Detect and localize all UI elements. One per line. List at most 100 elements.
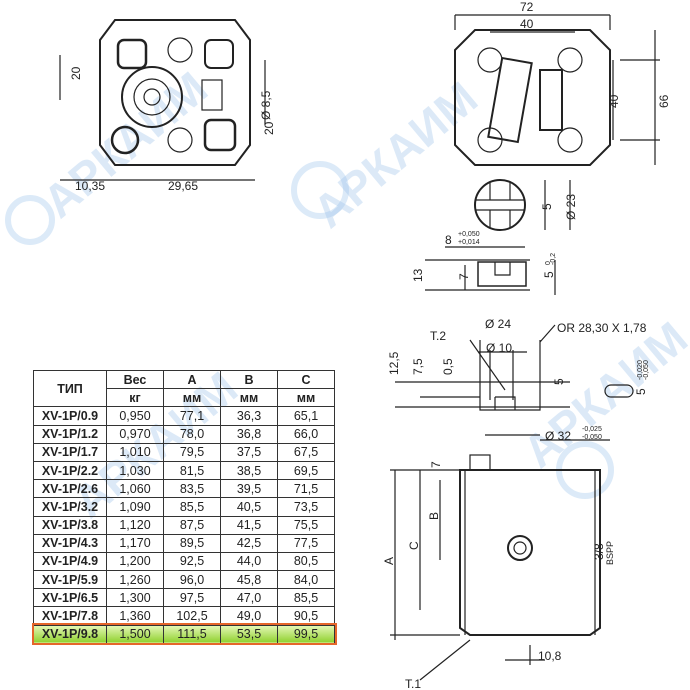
cell-weight: 1,010 — [106, 442, 164, 462]
svg-text:АРКАИМ: АРКАИМ — [33, 61, 217, 227]
header-type: ТИП — [33, 369, 107, 408]
cell-b: 42,5 — [220, 533, 278, 553]
cell-type: XV-1P/1.2 — [33, 424, 107, 444]
cell-a: 81,5 — [163, 460, 221, 481]
svg-text:-0,020: -0,020 — [637, 360, 644, 380]
svg-text:Ø 8,5: Ø 8,5 — [259, 90, 273, 120]
svg-text:7: 7 — [429, 461, 443, 468]
svg-text:5: 5 — [634, 388, 648, 395]
cell-weight: 1,200 — [106, 551, 164, 572]
cell-type: XV-1P/2.6 — [33, 479, 107, 499]
front-view — [59, 19, 266, 181]
cell-a: 111,5 — [163, 624, 221, 644]
cell-b: 47,0 — [220, 588, 278, 608]
svg-text:3/8: 3/8 — [592, 543, 606, 560]
cell-c: 85,5 — [277, 588, 335, 608]
side-view — [390, 454, 601, 681]
cell-type: XV-1P/4.9 — [33, 551, 107, 572]
dimension-labels: 20 Ø 8,5 20 10,35 29,65 72 40 40 66 5 Ø … — [69, 0, 671, 690]
svg-text:0,5: 0,5 — [441, 358, 455, 375]
cell-b: 45,8 — [220, 570, 278, 590]
cell-a: 97,5 — [163, 588, 221, 608]
unit-c: мм — [277, 388, 335, 408]
cell-a: 79,5 — [163, 442, 221, 462]
cell-type: XV-1P/9.8 — [33, 624, 107, 644]
svg-text:29,65: 29,65 — [168, 179, 198, 193]
svg-text:OR 28,30 X 1,78: OR 28,30 X 1,78 — [557, 321, 647, 335]
cell-c: 90,5 — [277, 606, 335, 626]
svg-text:+0,014: +0,014 — [458, 239, 480, 246]
cell-type: XV-1P/3.8 — [33, 515, 107, 535]
cell-type: XV-1P/4.3 — [33, 533, 107, 553]
svg-text:7: 7 — [457, 273, 471, 280]
cell-c: 80,5 — [277, 551, 335, 572]
key-view — [425, 246, 556, 295]
svg-text:C: C — [407, 541, 421, 550]
cell-b: 36,3 — [220, 406, 278, 426]
unit-weight: кг — [106, 388, 164, 408]
unit-b: мм — [220, 388, 278, 408]
cell-a: 89,5 — [163, 533, 221, 553]
svg-text:13: 13 — [411, 268, 425, 282]
cell-weight: 1,500 — [106, 624, 164, 644]
cell-type: XV-1P/3.2 — [33, 497, 107, 517]
svg-text:12,5: 12,5 — [387, 351, 401, 375]
cell-type: XV-1P/2.2 — [33, 460, 107, 481]
svg-text:20: 20 — [262, 121, 276, 135]
svg-text:+0,050: +0,050 — [458, 231, 480, 238]
header-c: C — [277, 369, 335, 390]
svg-text:Ø 24: Ø 24 — [485, 317, 511, 331]
svg-text:BSPP: BSPP — [605, 541, 615, 565]
cell-b: 37,5 — [220, 442, 278, 462]
svg-text:5: 5 — [542, 271, 556, 278]
svg-text:Ø 10: Ø 10 — [486, 341, 512, 355]
cell-c: 67,5 — [277, 442, 335, 462]
cell-b: 39,5 — [220, 479, 278, 499]
svg-text:T.1: T.1 — [405, 677, 421, 690]
header-weight: Вес — [106, 369, 164, 390]
cell-weight: 0,950 — [106, 406, 164, 426]
svg-text:T.2: T.2 — [430, 329, 446, 343]
cell-c: 66,0 — [277, 424, 335, 444]
svg-text:A: A — [382, 557, 396, 565]
svg-text:10,35: 10,35 — [75, 179, 105, 193]
cell-a: 87,5 — [163, 515, 221, 535]
svg-text:B: B — [427, 512, 441, 520]
svg-text:10,8: 10,8 — [538, 649, 562, 663]
svg-text:Ø 32: Ø 32 — [545, 429, 571, 443]
cell-a: 78,0 — [163, 424, 221, 444]
cell-weight: 1,170 — [106, 533, 164, 553]
cell-type: XV-1P/7.8 — [33, 606, 107, 626]
cell-b: 36,8 — [220, 424, 278, 444]
svg-text:7,5: 7,5 — [411, 358, 425, 375]
cell-c: 77,5 — [277, 533, 335, 553]
cell-weight: 1,360 — [106, 606, 164, 626]
cell-c: 99,5 — [277, 624, 335, 644]
top-view — [454, 14, 660, 166]
cell-weight: 1,260 — [106, 570, 164, 590]
svg-text:72: 72 — [520, 0, 534, 14]
svg-text:20: 20 — [69, 66, 83, 80]
cell-b: 40,5 — [220, 497, 278, 517]
cell-weight: 0,970 — [106, 424, 164, 444]
svg-text:40: 40 — [607, 94, 621, 108]
svg-text:-0,050: -0,050 — [582, 434, 602, 441]
cell-a: 85,5 — [163, 497, 221, 517]
cell-type: XV-1P/1.7 — [33, 442, 107, 462]
svg-text:0: 0 — [545, 261, 552, 265]
cell-type: XV-1P/6.5 — [33, 588, 107, 608]
cell-c: 65,1 — [277, 406, 335, 426]
svg-text:-0,2: -0,2 — [550, 253, 557, 265]
